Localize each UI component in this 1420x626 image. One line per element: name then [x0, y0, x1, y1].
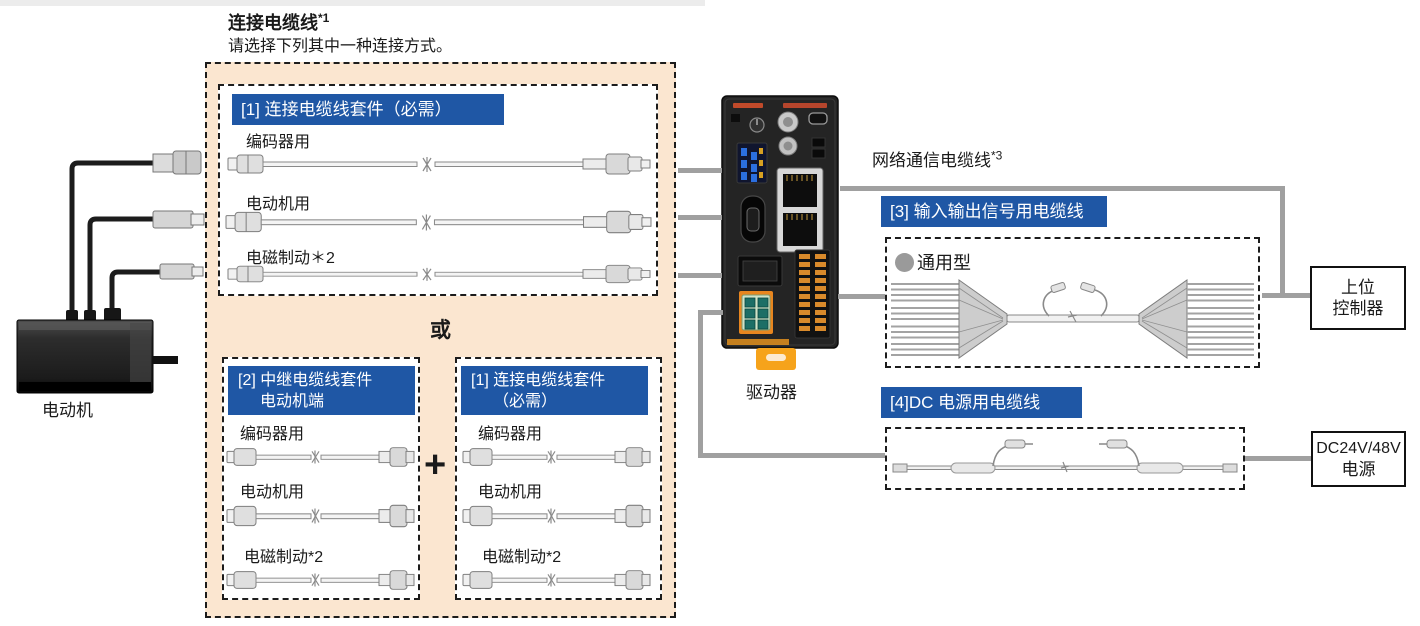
relay-brake-label: 电磁制动*2: [244, 549, 324, 566]
power-supply-line2: 电源: [1341, 459, 1376, 479]
plus-label: +: [424, 444, 447, 486]
alt-motor-cable-illustration: [462, 500, 652, 532]
dc-line-vertical: [698, 310, 703, 458]
dc-line-horizontal-top: [698, 310, 723, 315]
power-supply-line1: DC24V/48V: [1316, 439, 1401, 457]
io-cable-header: [3] 输入输出信号用电缆线: [881, 196, 1107, 227]
alt-encoder-label: 编码器用: [478, 426, 543, 443]
alt-motor-label: 电动机用: [478, 484, 543, 501]
diagram-title: 连接电缆线*1: [228, 11, 330, 33]
alt-brake-cable-illustration: [462, 566, 652, 594]
relay-encoder-label: 编码器用: [240, 426, 305, 443]
dc-cable-illustration: [891, 433, 1239, 485]
relay-cable-set-header: [2] 中继电缆线套件 电动机端: [228, 366, 415, 415]
connection-cable-set-header: [1] 连接电缆线套件（必需）: [232, 94, 504, 125]
motor-illustration: [16, 150, 205, 394]
connection-cable-set-alt-header: [1] 连接电缆线套件 （必需）: [461, 366, 648, 415]
dc-line-horizontal-bottom: [698, 453, 886, 458]
title-footnote-mark: *1: [318, 11, 330, 25]
diagram-subtitle: 请选择下列其中一种连接方式。: [228, 38, 453, 55]
relay-encoder-cable-illustration: [226, 443, 416, 471]
alt-brake-label: 电磁制动*2: [482, 549, 562, 566]
driver-left-line-motor: [678, 215, 722, 220]
motor-cable-label: 电动机用: [246, 196, 311, 213]
alt-header-line2: （必需）: [493, 393, 558, 410]
brake-cable-illustration: [227, 261, 652, 287]
alt-header-line1: [1] 连接电缆线套件: [471, 372, 606, 389]
driver-illustration: [721, 95, 839, 370]
encoder-cable-label: 编码器用: [246, 134, 311, 151]
host-controller-line1: 上位: [1341, 277, 1375, 297]
driver-label: 驱动器: [746, 383, 797, 402]
motor-cable-illustration: [225, 206, 653, 238]
host-controller-box: 上位 控制器: [1310, 266, 1406, 330]
relay-motor-label: 电动机用: [240, 484, 305, 501]
diagram-title-block: 连接电缆线*1 请选择下列其中一种连接方式。: [228, 7, 452, 57]
encoder-cable-illustration: [227, 149, 652, 179]
bullet-icon: [895, 252, 914, 272]
io-cable-box: [885, 237, 1260, 368]
brake-cable-label: 电磁制动＊2: [246, 250, 335, 267]
motor-label: 电动机: [42, 401, 93, 420]
io-type-row: 通用型: [895, 249, 971, 275]
driver-left-line-brake: [678, 273, 722, 278]
host-controller-stub-line: [1262, 293, 1310, 298]
power-supply-box: DC24V/48V 电源: [1311, 431, 1406, 487]
network-line-horizontal: [840, 186, 1285, 191]
dc-cable-box: [885, 427, 1245, 490]
relay-header-line1: [2] 中继电缆线套件: [238, 372, 373, 389]
driver-left-line-encoder: [678, 168, 722, 173]
network-cable-label: 网络通信电缆线*3: [872, 148, 1003, 170]
psu-stub-line: [1245, 456, 1311, 461]
cropped-edge-strip: [0, 0, 705, 6]
relay-motor-cable-illustration: [226, 500, 416, 532]
relay-header-line2: 电动机端: [260, 393, 325, 410]
host-controller-line2: 控制器: [1332, 298, 1384, 318]
relay-brake-cable-illustration: [226, 566, 416, 594]
alt-encoder-cable-illustration: [462, 443, 652, 471]
io-type-label: 通用型: [917, 253, 971, 273]
io-stub-line: [838, 294, 885, 299]
network-line-vertical: [1280, 186, 1285, 296]
io-cable-illustration: [889, 274, 1256, 364]
or-label: 或: [430, 319, 451, 342]
network-footnote-mark: *3: [991, 148, 1003, 163]
dc-cable-header: [4]DC 电源用电缆线: [881, 387, 1082, 418]
